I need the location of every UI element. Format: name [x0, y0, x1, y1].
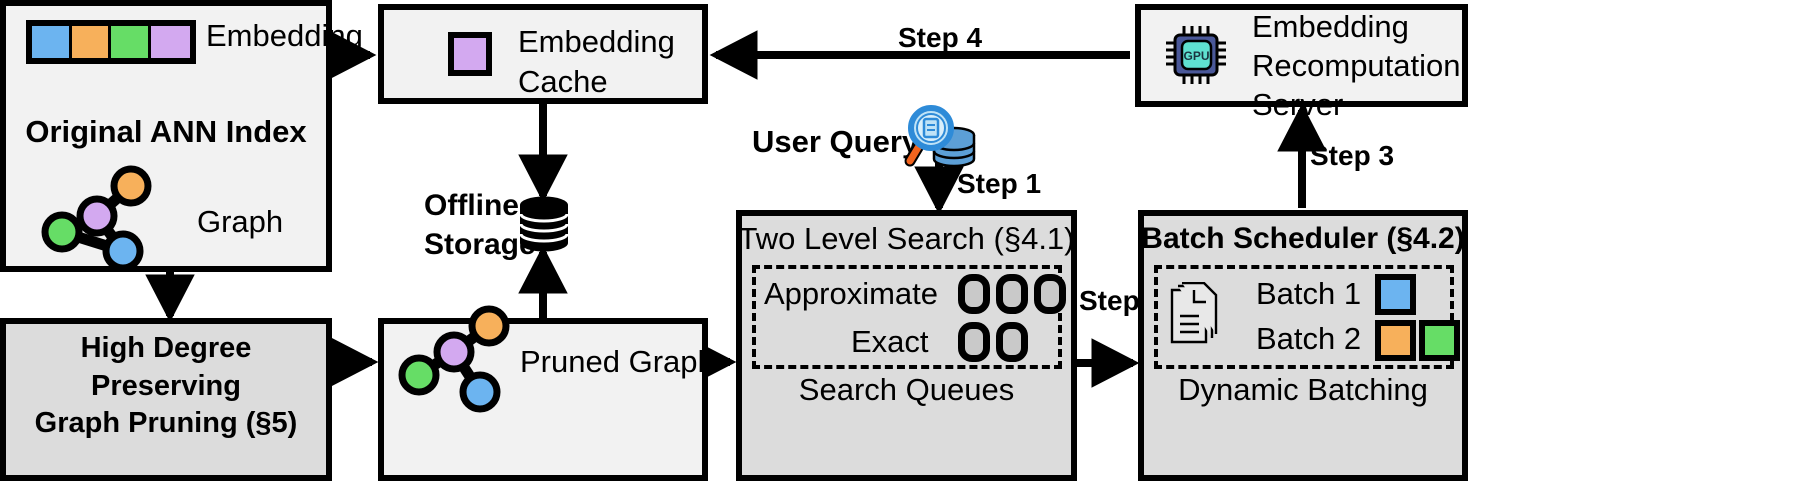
embedding-swatch-green	[111, 26, 151, 58]
gpu-chip-text: GPU	[1183, 49, 1209, 63]
graph-pruning-label: High Degree Preserving Graph Pruning (§5…	[34, 332, 298, 440]
embedding-swatch-row	[26, 20, 196, 64]
step1-label: Step 1	[957, 168, 1042, 199]
exact-queue-slot	[996, 322, 1028, 362]
graph-label: Graph	[197, 204, 284, 239]
exact-row-label: Exact	[851, 324, 929, 359]
approximate-queue-slot	[958, 274, 990, 314]
documents-stack-icon	[1170, 282, 1218, 344]
batch-1-swatch-blue	[1375, 274, 1416, 315]
search-queues-dashed-region	[752, 265, 1062, 369]
batch-1-label: Batch 1	[1256, 276, 1362, 311]
embedding-swatch-purple	[150, 26, 190, 58]
graph-pruning-panel	[0, 318, 332, 481]
step4-label: Step 4	[898, 22, 983, 53]
two-level-search-title: Two Level Search (§4.1)	[738, 221, 1075, 256]
database-cylinder-icon	[519, 196, 569, 252]
recomputation-server-label: Embedding Recomputation Server	[1252, 9, 1461, 122]
magnifier-database-icon	[904, 105, 976, 168]
embedding-cache-label: Embedding Cache	[518, 24, 675, 100]
batch-2-swatch-orange	[1375, 320, 1416, 361]
dynamic-batching-footer: Dynamic Batching	[1178, 372, 1428, 407]
original-ann-index-title: Original ANN Index	[25, 114, 307, 149]
batch-scheduler-title: Batch Scheduler (§4.2)	[1141, 222, 1465, 255]
batch-2-label: Batch 2	[1256, 321, 1362, 356]
approximate-queue-slot	[1034, 274, 1066, 314]
recomputation-server-panel	[1135, 4, 1468, 107]
embedding-cache-swatch-icon	[448, 32, 492, 76]
batch-2-swatch-green	[1419, 320, 1460, 361]
embedding-label: Embedding	[206, 18, 363, 53]
approximate-row-label: Approximate	[764, 276, 939, 311]
offline-storage-label: Offline Storage	[424, 189, 536, 261]
embedding-swatch-blue	[32, 26, 72, 58]
user-query-label: User Query	[752, 124, 920, 159]
pruned-graph-label: Pruned Graph	[520, 344, 715, 379]
dynamic-batching-dashed-region	[1154, 265, 1454, 369]
embedding-swatch-orange	[71, 26, 111, 58]
embedding-cache-panel	[378, 4, 708, 104]
exact-queue-slot	[958, 322, 990, 362]
step3-label: Step 3	[1310, 140, 1395, 171]
search-queues-footer: Search Queues	[798, 372, 1015, 407]
pruned-graph-panel	[378, 318, 708, 481]
approximate-queue-slot	[996, 274, 1028, 314]
gpu-chip-icon: GPU	[1166, 26, 1226, 84]
